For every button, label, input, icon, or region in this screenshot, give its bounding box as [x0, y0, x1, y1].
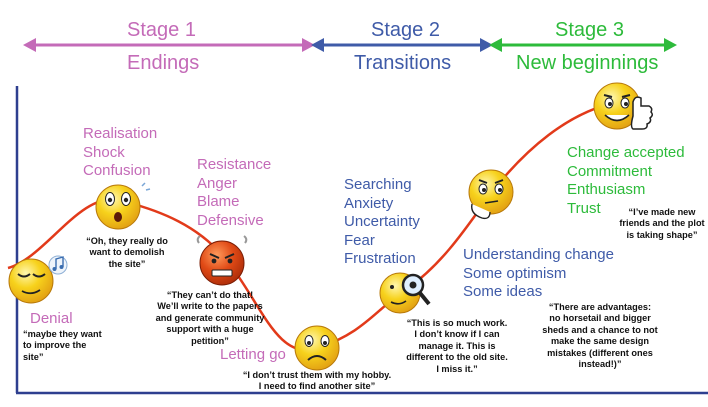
understanding-quote: “There are advantages: no horsetail and … — [542, 302, 658, 370]
stage-1-title: Stage 1 — [127, 19, 196, 41]
phase-letting-go-label: Letting go — [220, 346, 286, 363]
phase-searching-label: Searching Anxiety Uncertainty Fear Frust… — [344, 176, 420, 267]
letting-go-quote: “I don’t trust them with my hobby. I nee… — [242, 370, 392, 392]
music-note-icon — [48, 255, 68, 275]
thumbs-up-face-icon — [593, 82, 654, 130]
resistance-quote: “They can’t do that! We’ll write to the … — [155, 290, 265, 346]
stage-3-subtitle: New beginnings — [516, 52, 659, 74]
sleepy-face-icon — [8, 258, 54, 304]
stage-3-title: Stage 3 — [555, 19, 624, 41]
stage-1-arrow — [23, 38, 315, 52]
stage-2-subtitle: Transitions — [354, 52, 452, 74]
shocked-face-icon — [95, 182, 151, 230]
phase-denial-label: Denial — [30, 310, 73, 327]
stage-2-title: Stage 2 — [371, 19, 440, 41]
phase-realisation-label: Realisation Shock Confusion — [83, 125, 158, 179]
realisation-quote: “Oh, they really do want to demolish the… — [86, 236, 168, 269]
angry-face-icon — [196, 235, 248, 286]
accepted-quote: “I’ve made new friends and the plot is t… — [619, 207, 705, 240]
searching-quote: “This is so much work. I don’t know if I… — [406, 318, 508, 374]
sad-face-icon — [294, 325, 340, 371]
thinking-face-icon — [468, 169, 514, 220]
stage-2-arrow — [311, 38, 493, 52]
phase-accepted-label: Change accepted Commitment Enthusiasm Tr… — [567, 144, 685, 217]
magnifier-face-icon — [379, 272, 431, 314]
denial-quote: “maybe they want to improve the site” — [23, 329, 102, 362]
phase-resistance-label: Resistance Anger Blame Defensive — [197, 156, 272, 229]
phase-understanding-label: Understanding change Some optimism Some … — [463, 246, 614, 300]
stage-3-arrow — [489, 38, 677, 52]
stage-1-subtitle: Endings — [127, 52, 200, 74]
